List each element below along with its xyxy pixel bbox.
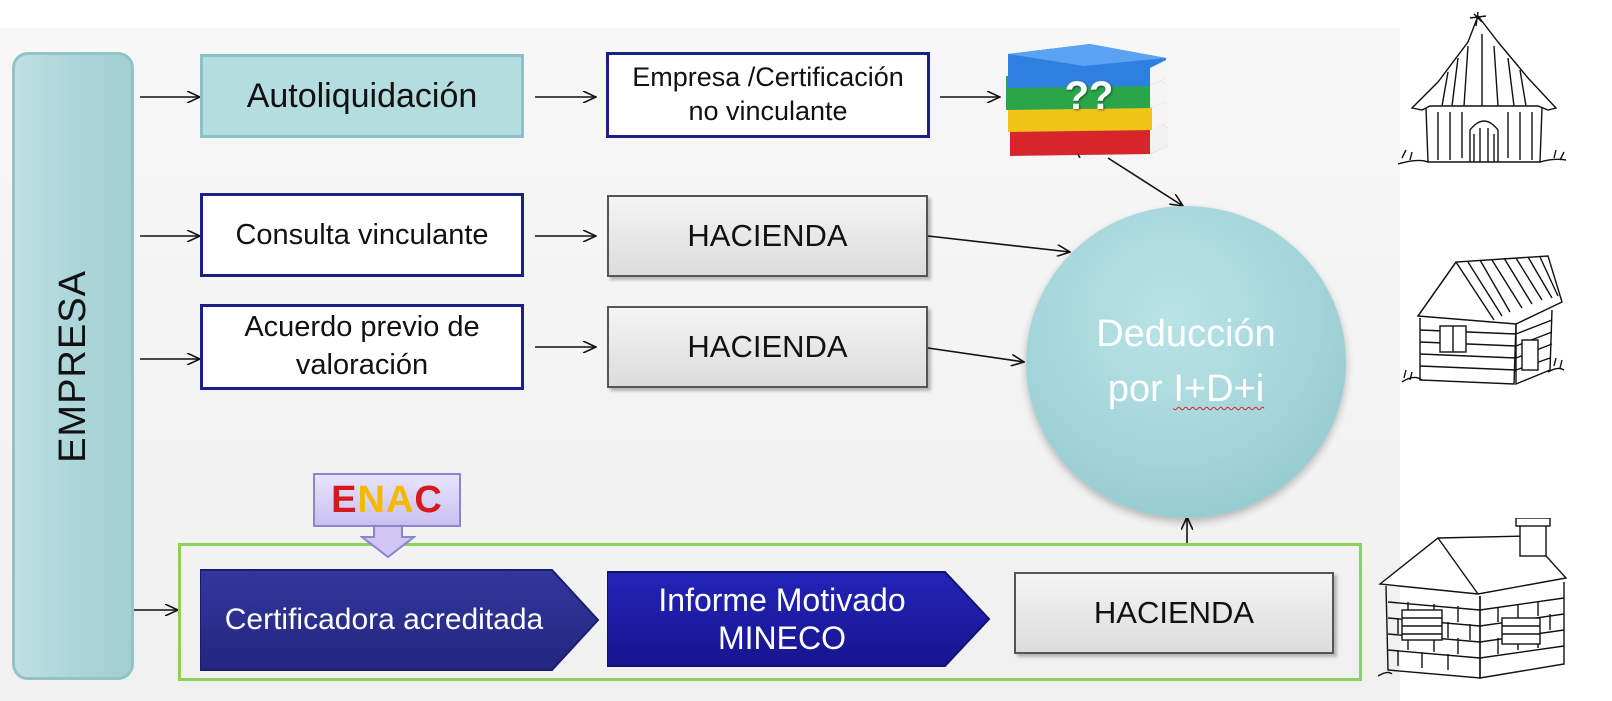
empresa-certificacion-box: Empresa /Certificación no vinculante: [606, 52, 930, 138]
hacienda-label-3: HACIENDA: [1093, 595, 1255, 630]
enac-letter-n: N: [357, 478, 386, 521]
acuerdo-previo-box: Acuerdo previo de valoración: [200, 304, 524, 390]
arrow-hacienda2-deduccion: [927, 347, 1024, 362]
consulta-vinculante-label: Consulta vinculante: [235, 218, 489, 251]
books-question-label: ??: [1064, 73, 1114, 118]
empresa-certificacion-line2: no vinculante: [688, 96, 848, 126]
certificadora-chevron: [200, 569, 600, 671]
hacienda-box-3: HACIENDA: [1014, 572, 1334, 654]
brick-house-icon: [1378, 518, 1568, 679]
informe-mineco-text: Informe Motivado MINECO: [612, 572, 952, 666]
acuerdo-previo-line2: valoración: [295, 349, 429, 381]
consulta-vinculante-box: Consulta vinculante: [200, 193, 524, 277]
empresa-label: EMPRESA: [51, 269, 94, 463]
empresa-certificacion-line1: Empresa /Certificación: [632, 62, 904, 93]
hacienda-box-1: HACIENDA: [607, 195, 928, 277]
autoliquidacion-box: Autoliquidación: [200, 54, 524, 138]
deduccion-idi: I+D+i: [1173, 368, 1265, 410]
deduccion-line2: por I+D+i: [1108, 362, 1264, 417]
deduccion-circle: Deducción por I+D+i: [1026, 206, 1346, 518]
hacienda-box-2: HACIENDA: [607, 306, 928, 388]
informe-line1: Informe Motivado: [658, 581, 906, 618]
enac-logo: E N A C: [313, 473, 461, 527]
deduccion-por: por: [1107, 368, 1174, 410]
hacienda-label-2: HACIENDA: [687, 329, 848, 364]
autoliquidacion-label: Autoliquidación: [246, 76, 478, 115]
enac-letter-e: E: [331, 478, 358, 521]
arrow-books-deduccion: [1107, 157, 1183, 206]
straw-hut-icon: [1398, 12, 1566, 165]
wooden-cabin-icon: [1401, 255, 1565, 386]
informe-line2: MINECO: [718, 620, 846, 656]
hacienda-label-1: HACIENDA: [687, 218, 848, 253]
books-icon: [1006, 44, 1168, 158]
certificadora-label: Certificadora acreditada: [224, 603, 544, 636]
enac-letter-a: A: [385, 478, 415, 521]
acuerdo-previo-line1: Acuerdo previo de: [244, 311, 480, 344]
deduccion-line1: Deducción: [1096, 312, 1276, 355]
enac-callout-arrow: [360, 525, 416, 559]
acreditada-path-frame: [178, 543, 1362, 681]
empresa-box: EMPRESA: [12, 52, 134, 680]
enac-letter-c: C: [414, 478, 443, 521]
informe-mineco-chevron: [607, 571, 991, 667]
arrow-hacienda1-deduccion: [927, 235, 1070, 252]
